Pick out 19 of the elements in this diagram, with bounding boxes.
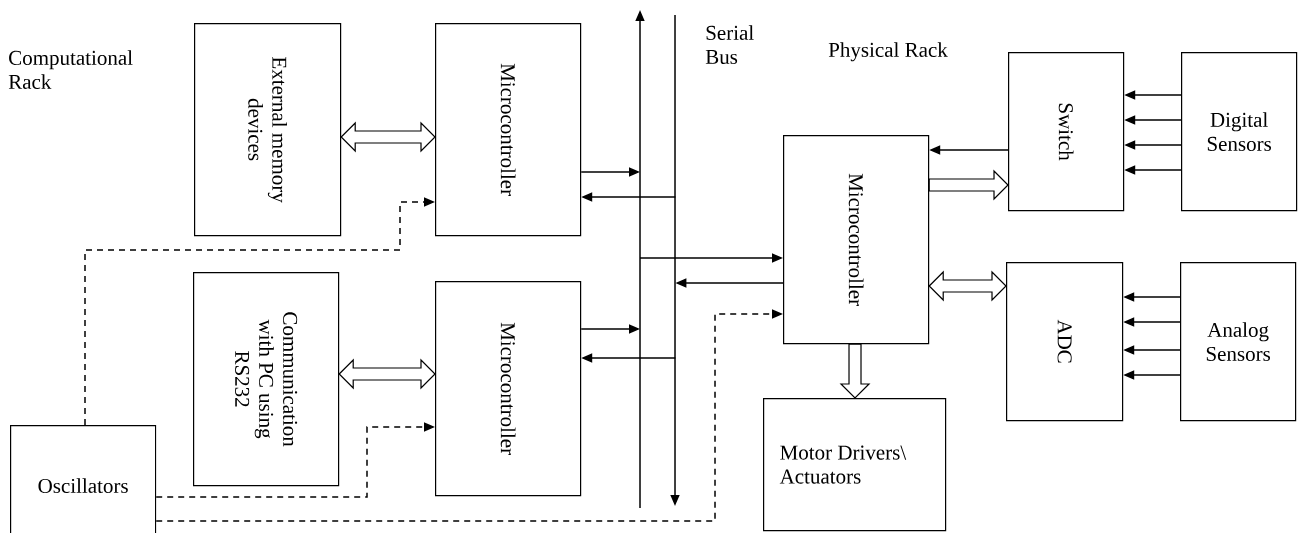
- oscillator-box: Oscillators: [10, 425, 157, 533]
- converter-box: ADC: [1006, 262, 1124, 422]
- block-arrow: [338, 358, 436, 390]
- sensor-box: Analog Sensors: [1180, 262, 1297, 422]
- rack-label: Physical Rack: [828, 42, 948, 62]
- block-arrow: [928, 270, 1007, 302]
- sensor-box: Digital Sensors: [1181, 52, 1298, 212]
- actuator-box: Motor Drivers\ Actuators: [763, 398, 947, 532]
- device-box: External memory devices: [194, 23, 342, 237]
- device-box: Communication with PC using RS232: [193, 272, 340, 487]
- controller-box: Microcontroller: [783, 135, 930, 345]
- controller-box: Microcontroller: [435, 23, 582, 237]
- block-arrow: [839, 343, 871, 399]
- rack-label: Computational Rack: [8, 50, 133, 89]
- block-arrow: [340, 121, 436, 153]
- block-arrow: [928, 169, 1009, 201]
- switch-box: Switch: [1008, 52, 1125, 212]
- controller-box: Microcontroller: [435, 281, 582, 497]
- bus-label: Serial Bus: [705, 25, 754, 64]
